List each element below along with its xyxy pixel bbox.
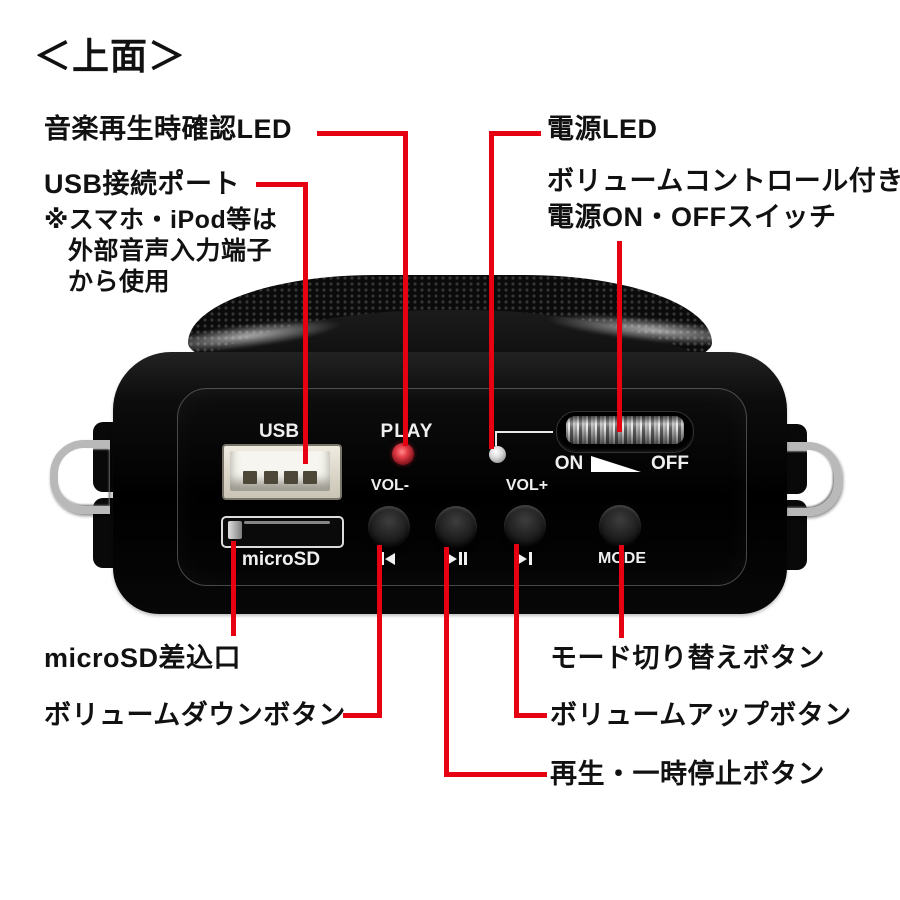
off-text: OFF: [651, 453, 689, 474]
play-led: [392, 443, 414, 465]
vol-plus-text: VOL+: [505, 477, 549, 494]
control-panel: [177, 388, 747, 586]
callout-line-play-pause-h: [444, 772, 547, 777]
callout-line-microsd-v: [231, 541, 236, 636]
mode-label: モード切り替えボタン: [550, 643, 825, 673]
usb-contact-3: [284, 471, 298, 484]
power-led-bracket-horizontal: [495, 431, 553, 433]
next-track-icon: [517, 552, 532, 565]
callout-line-volume-down-h: [343, 713, 382, 718]
mode-button: [599, 505, 641, 547]
prev-track-icon: [381, 552, 395, 565]
power-switch-label-line1: ボリュームコントロール付き: [547, 166, 900, 196]
microsd-text: microSD: [241, 549, 321, 570]
usb-contact-1: [243, 471, 257, 484]
usb-contact-2: [264, 471, 278, 484]
callout-line-power-led-v: [489, 131, 494, 449]
play-pause-label: 再生・一時停止ボタン: [550, 759, 825, 789]
callout-line-music-led-v: [403, 131, 408, 446]
callout-line-volume-down-v: [377, 545, 382, 718]
usb-note-line-3: から使用: [68, 268, 171, 296]
usb-text: USB: [258, 421, 300, 442]
callout-line-play-pause-v: [444, 547, 449, 777]
callout-line-usb-h: [256, 182, 306, 187]
callout-line-volume-up-h: [514, 713, 547, 718]
power-led-bracket-vertical: [495, 431, 497, 446]
volume-up-button: [504, 505, 546, 547]
callout-line-power-switch-v: [617, 241, 622, 432]
power-switch-label-line2: 電源ON・OFFスイッチ: [547, 202, 837, 232]
power-led-label: 電源LED: [547, 114, 658, 144]
microsd-label: microSD差込口: [44, 643, 242, 673]
page-title: ＜上面＞: [34, 36, 186, 77]
strap-clip-right: [782, 442, 842, 516]
volume-down-button: [368, 506, 410, 548]
strap-clip-left: [50, 440, 110, 514]
volume-wheel: [566, 416, 684, 444]
callout-line-volume-up-v: [514, 544, 519, 718]
callout-line-usb-v: [303, 182, 308, 464]
vol-minus-text: VOL-: [370, 477, 410, 494]
callout-line-power-led-h: [489, 131, 541, 136]
usb-note-line-2: 外部音声入力端子: [68, 237, 273, 265]
usb-contact-4: [303, 471, 317, 484]
callout-line-music-led-h: [317, 131, 408, 136]
play-pause-button: [435, 506, 477, 548]
usb-port-label: USB接続ポート: [44, 169, 241, 199]
microsd-card-edge: [228, 521, 242, 539]
power-led: [489, 446, 506, 463]
play-pause-icon: [447, 552, 467, 565]
music-led-label: 音楽再生時確認LED: [44, 114, 292, 144]
volume-up-label: ボリュームアップボタン: [550, 700, 852, 730]
microsd-slot-highlight: [244, 521, 330, 524]
volume-down-label: ボリュームダウンボタン: [44, 700, 346, 730]
callout-line-mode-v: [619, 545, 624, 638]
usb-note-line-1: ※スマホ・iPod等は: [44, 206, 278, 234]
on-text: ON: [554, 453, 584, 474]
